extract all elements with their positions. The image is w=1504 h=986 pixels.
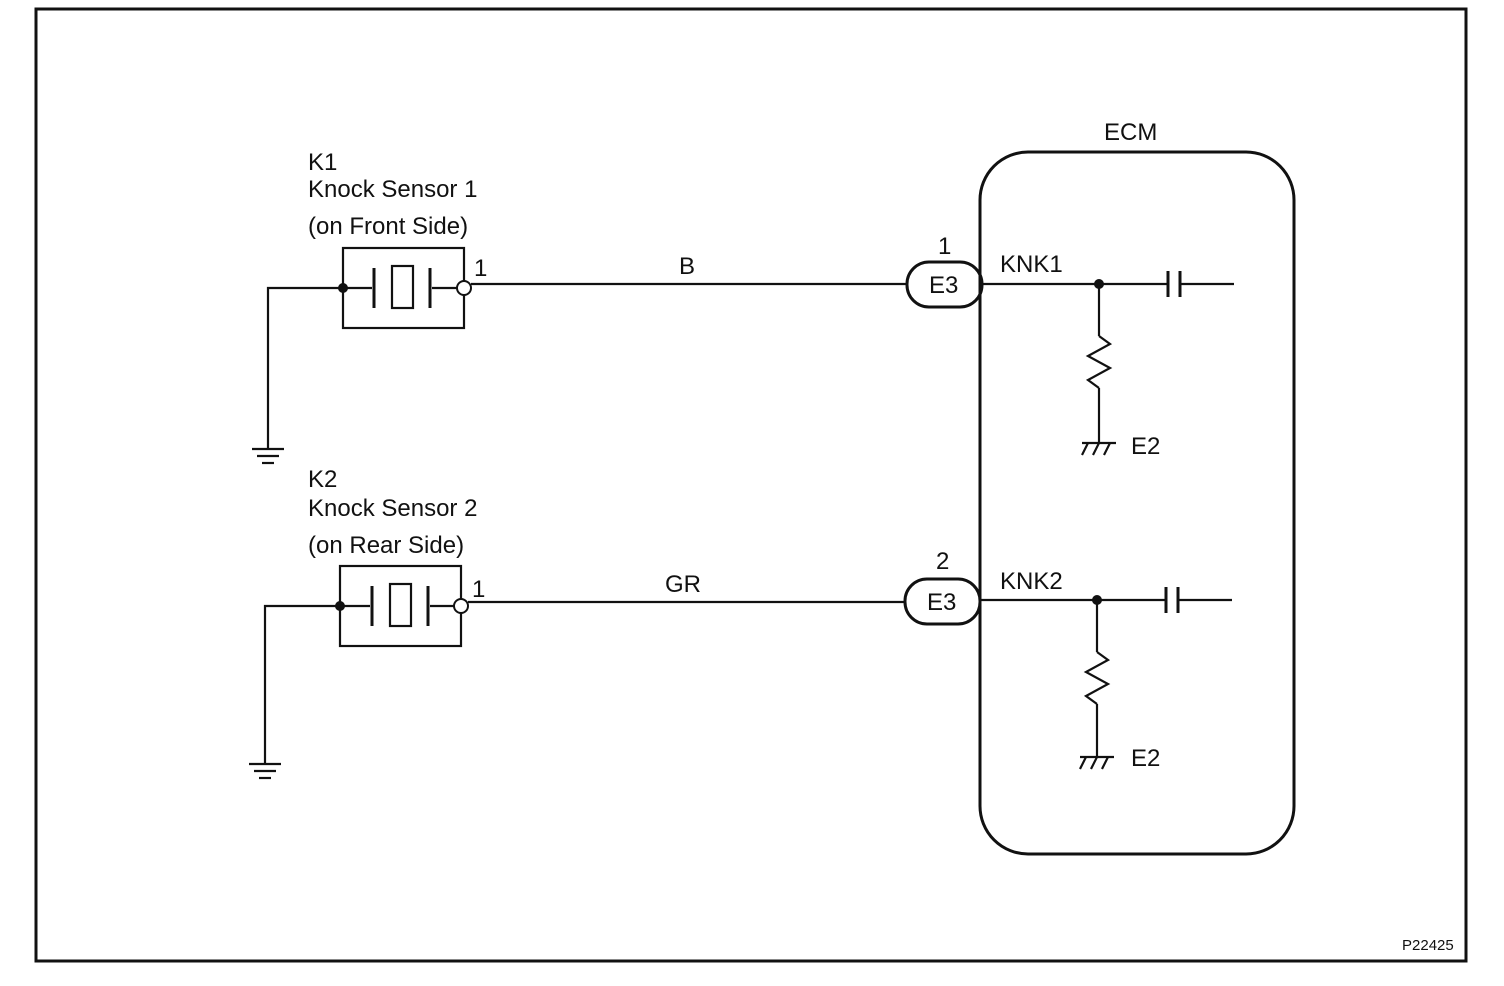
connector-2-pin: 2 [936, 548, 949, 575]
ground-e2-label-1: E2 [1131, 433, 1160, 460]
ground-symbol-2-icon [249, 762, 281, 780]
ecm-input-circuit-2: KNK2 E2 [980, 568, 1232, 772]
connector-e3-pin-2: E3 2 [903, 548, 982, 626]
knock-sensor-2-circuit: K2 Knock Sensor 2 (on Rear Side) 1 GR [249, 466, 906, 780]
ecm-label: ECM [1104, 119, 1157, 146]
capacitor-2-icon [1164, 587, 1180, 613]
piezo-element-2-icon [340, 582, 454, 628]
wire-2-color-label: GR [665, 571, 701, 598]
resistor-1-icon [1085, 335, 1113, 389]
sensor-1-name: Knock Sensor 1 [308, 176, 477, 203]
sensor-2-terminal [453, 598, 469, 614]
sensor-2-name: Knock Sensor 2 [308, 495, 477, 522]
ecm-input-circuit-1: KNK1 E2 [982, 251, 1234, 460]
connector-2-label: E3 [927, 589, 956, 616]
resistor-2-icon [1083, 651, 1111, 705]
sensor-2-ground-wire [263, 604, 340, 763]
ecm-block: ECM [978, 119, 1296, 856]
sensor-1-pin: 1 [474, 255, 487, 282]
chassis-ground-1-icon [1081, 441, 1116, 456]
sensor-2-id: K2 [308, 466, 337, 493]
capacitor-1-icon [1166, 271, 1182, 297]
sensor-1-terminal [456, 280, 472, 296]
ecm-outline [978, 150, 1296, 856]
signal-knk2-label: KNK2 [1000, 568, 1063, 595]
knock-sensor-1-circuit: K1 Knock Sensor 1 (on Front Side) 1 B [252, 149, 908, 465]
chassis-ground-2-icon [1079, 755, 1114, 770]
wire-1-color-label: B [679, 253, 695, 280]
piezo-element-1-icon [343, 264, 457, 310]
signal-knk1-label: KNK1 [1000, 251, 1063, 278]
figure-code: P22425 [1402, 937, 1454, 954]
diagram-frame [34, 7, 1468, 963]
sensor-1-ground-wire [266, 286, 343, 448]
ground-symbol-1-icon [252, 447, 284, 465]
connector-e3-pin-1: E3 1 [905, 233, 984, 309]
connector-1-pin: 1 [938, 233, 951, 260]
sensor-2-pin: 1 [472, 576, 485, 603]
ground-e2-label-2: E2 [1131, 745, 1160, 772]
sensor-1-id: K1 [308, 149, 337, 176]
sensor-2-location: (on Rear Side) [308, 532, 464, 559]
connector-1-label: E3 [929, 272, 958, 299]
sensor-1-location: (on Front Side) [308, 213, 468, 240]
